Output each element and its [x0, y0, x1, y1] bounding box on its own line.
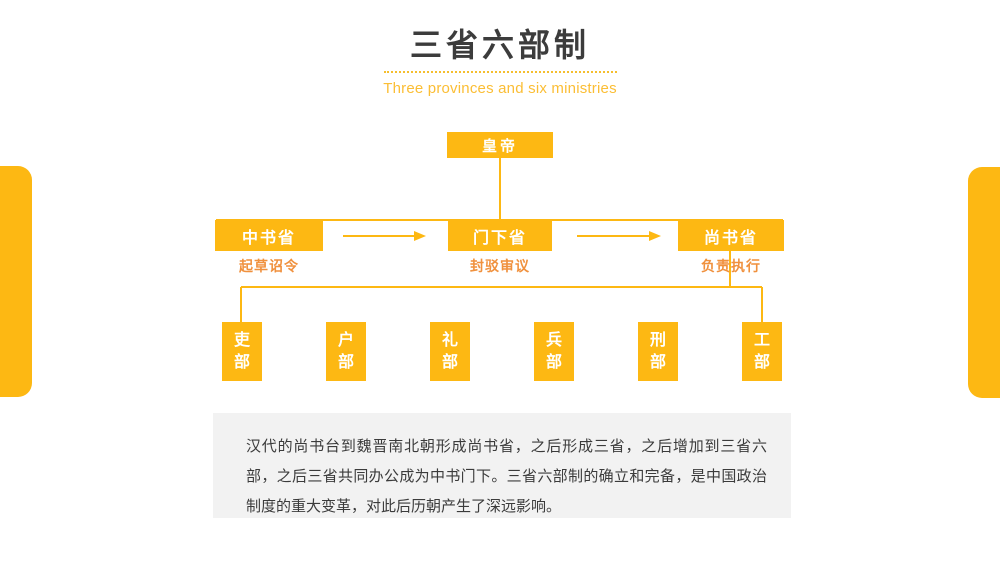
node-ministry-li: 吏 部 [222, 322, 262, 381]
node-shangshu-province: 尚书省 [678, 220, 784, 251]
node-ministry-rites: 礼 部 [430, 322, 470, 381]
right-accent-bar [968, 167, 1000, 398]
caption-menxia: 封驳审议 [470, 258, 530, 274]
node-menxia-province: 门下省 [448, 220, 552, 251]
title-divider [383, 71, 617, 73]
arrow-1-head [414, 231, 426, 241]
description-text: 汉代的尚书台到魏晋南北朝形成尚书省，之后形成三省，之后增加到三省六部，之后三省共… [246, 438, 767, 515]
node-ministry-justice: 刑 部 [638, 322, 678, 381]
page-subtitle: Three provinces and six ministries [383, 80, 617, 97]
caption-zhongshu: 起草诏令 [239, 258, 299, 274]
description-panel: 汉代的尚书台到魏晋南北朝形成尚书省，之后形成三省，之后增加到三省六部，之后三省共… [213, 413, 791, 518]
node-ministry-works: 工 部 [742, 322, 782, 381]
node-ministry-war: 兵 部 [534, 322, 574, 381]
left-accent-bar [0, 166, 32, 397]
node-emperor: 皇帝 [447, 132, 553, 158]
node-zhongshu-province: 中书省 [215, 220, 323, 251]
slide-header: 三省六部制 Three provinces and six ministries [0, 26, 1000, 97]
page-title: 三省六部制 [409, 27, 590, 63]
node-ministry-hu: 户 部 [326, 322, 366, 381]
caption-shangshu: 负责执行 [701, 258, 761, 274]
arrow-2-head [649, 231, 661, 241]
